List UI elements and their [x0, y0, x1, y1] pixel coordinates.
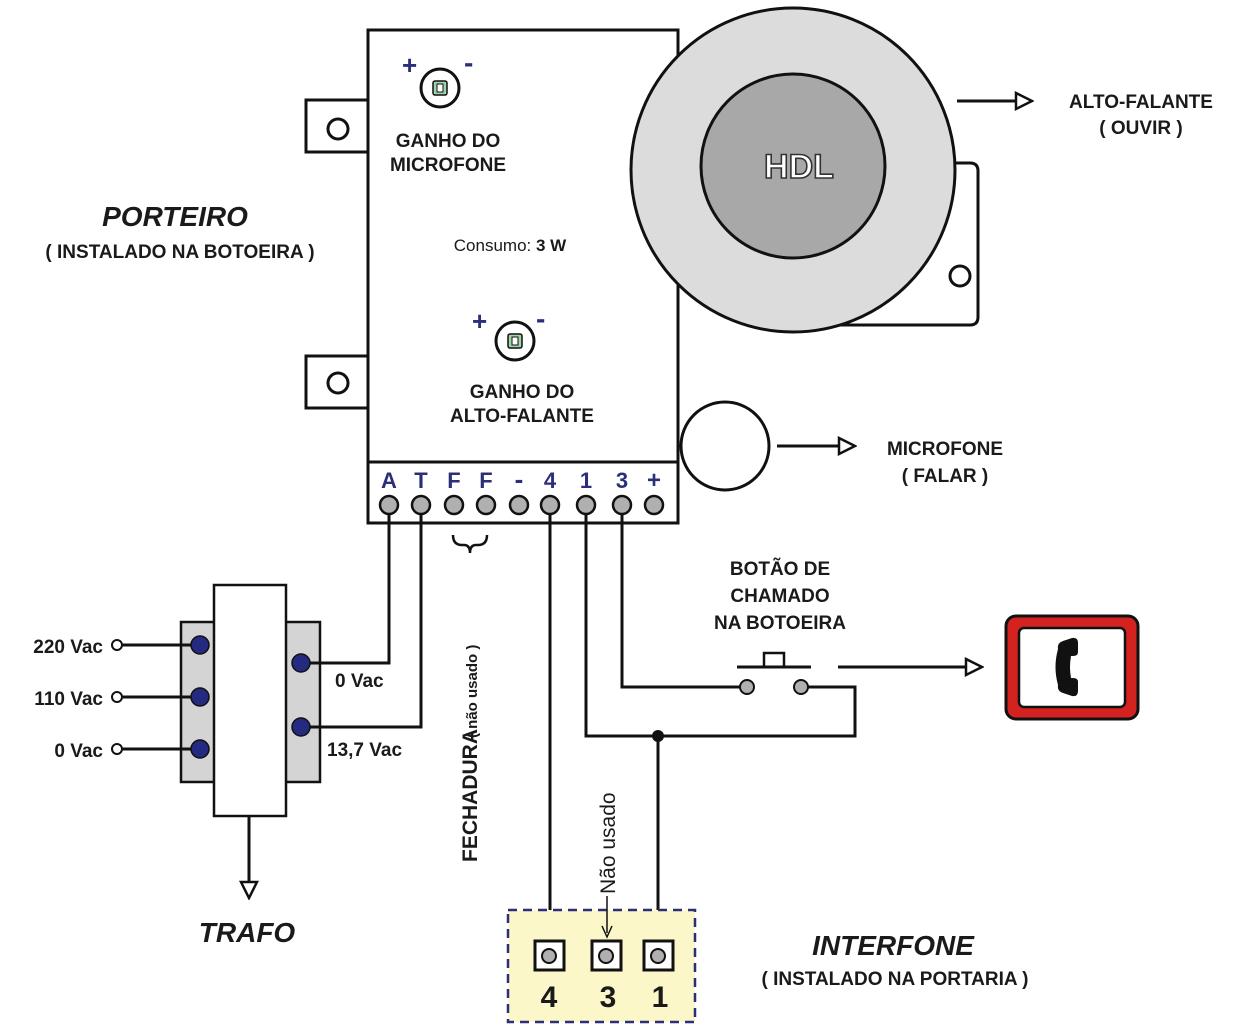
consumo-value: 3 W: [536, 236, 567, 255]
interfone-title: INTERFONE: [812, 930, 975, 961]
button-contact-right: [793, 679, 809, 695]
microphone: [679, 400, 771, 492]
mic-gain-minus: -: [464, 47, 473, 78]
spk-gain-label-line2: ALTO-FALANTE: [450, 406, 594, 427]
speaker-brand-logo: HDL: [764, 148, 834, 186]
telephone-handset-icon: [1055, 637, 1078, 697]
trafo-terminal-0-out[interactable]: [291, 653, 311, 673]
interfone-terminal-label-4: 4: [541, 981, 558, 1014]
interfone-terminal-1[interactable]: [650, 948, 666, 964]
interfone-terminal-label-1: 1: [652, 981, 669, 1014]
terminal-screw-4[interactable]: [539, 494, 561, 516]
not-used-label: Não usado: [597, 792, 620, 894]
button-label-line2: CHAMADO: [730, 586, 829, 607]
trafo-input-0-label: 0 Vac: [54, 741, 103, 762]
fechadura-brace: [451, 534, 489, 554]
spk-gain-label-line1: GANHO DO: [470, 382, 575, 403]
trafo-title: TRAFO: [199, 917, 296, 948]
terminal-screws: [378, 494, 665, 516]
porteiro-body: [366, 28, 680, 525]
terminal-screw-3[interactable]: [611, 494, 633, 516]
terminal-label-f2: F: [479, 468, 492, 493]
mic-gain-plus: +: [402, 50, 417, 80]
input-connector-110: [111, 691, 123, 703]
speaker-label-line1: ALTO-FALANTE: [1069, 92, 1213, 113]
trafo-terminal-0-in[interactable]: [190, 739, 210, 759]
interfone-terminal-3[interactable]: [598, 948, 614, 964]
consumo-text: Consumo: 3 W: [454, 236, 567, 255]
terminal-label-4: 4: [544, 468, 557, 493]
wire-t-to-trafo: [310, 514, 423, 729]
spk-gain-minus: -: [536, 303, 545, 334]
terminal-screw-1[interactable]: [575, 494, 597, 516]
terminal-screw-t[interactable]: [410, 494, 432, 516]
terminal-label-minus: -: [515, 464, 524, 494]
terminal-screw-a[interactable]: [378, 494, 400, 516]
spk-gain-plus: +: [472, 306, 487, 336]
fechadura-not-used: ( não usado ): [464, 645, 481, 738]
trafo-terminal-220[interactable]: [190, 635, 210, 655]
trafo-input-220-label: 220 Vac: [33, 637, 103, 658]
mic-gain-label-line1: GANHO DO: [396, 131, 501, 152]
mic-gain-trimpot[interactable]: + -: [402, 47, 473, 109]
interfone-terminal-label-3: 3: [600, 981, 617, 1014]
terminal-label-f1: F: [447, 468, 460, 493]
interfone-subtitle: ( INSTALADO NA PORTARIA ): [761, 969, 1028, 990]
terminal-screw-plus[interactable]: [643, 494, 665, 516]
speaker-gain-trimpot[interactable]: + -: [472, 303, 545, 362]
transformer: [111, 583, 322, 818]
terminal-label-plus: +: [647, 467, 661, 494]
input-connector-0: [111, 743, 123, 755]
interfone-terminal-4[interactable]: [541, 948, 557, 964]
consumo-label: Consumo:: [454, 236, 536, 255]
microphone-label-line2: ( FALAR ): [902, 466, 989, 487]
trafo-right-winding: [280, 620, 322, 784]
trafo-terminal-13-7[interactable]: [291, 717, 311, 737]
trafo-input-110-label: 110 Vac: [34, 689, 103, 710]
porteiro-title: PORTEIRO: [102, 201, 248, 232]
wire-3-to-button: [620, 514, 740, 689]
mic-gain-label-line2: MICROFONE: [390, 155, 506, 176]
button-label-line3: NA BOTOEIRA: [714, 613, 846, 634]
terminal-label-t: T: [414, 468, 428, 493]
speaker: HDL: [629, 6, 980, 334]
porteiro-module: + - GANHO DO MICROFONE Consumo: 3 W + - …: [304, 28, 680, 525]
speaker-bracket-hole: [948, 264, 972, 288]
wire-button-to-1: [584, 514, 857, 738]
terminal-screw-f2[interactable]: [475, 494, 497, 516]
call-button[interactable]: [737, 651, 811, 695]
button-label-line1: BOTÃO DE: [730, 558, 830, 580]
button-contact-left: [739, 679, 755, 695]
phone-icon-box: [1004, 614, 1140, 721]
input-connector-220: [111, 639, 123, 651]
porteiro-subtitle: ( INSTALADO NA BOTOEIRA ): [45, 242, 314, 263]
microphone-label-line1: MICROFONE: [887, 439, 1003, 460]
terminal-label-3: 3: [616, 468, 628, 493]
speaker-cone: [699, 72, 887, 260]
mount-hole-bottom: [326, 371, 350, 395]
terminal-label-a: A: [381, 468, 397, 493]
trafo-core: [212, 583, 288, 818]
terminal-labels: A T F F - 4 1 3 +: [381, 464, 661, 494]
trafo-output-0-label: 0 Vac: [335, 671, 384, 692]
terminal-screw-f1[interactable]: [443, 494, 465, 516]
terminal-screw-minus[interactable]: [508, 494, 530, 516]
speaker-label-line2: ( OUVIR ): [1099, 118, 1182, 139]
trafo-terminal-110[interactable]: [190, 687, 210, 707]
terminal-label-1: 1: [580, 468, 592, 493]
interfone-terminals: [533, 939, 675, 972]
trafo-output-13-7-label: 13,7 Vac: [327, 740, 402, 761]
mount-hole-top: [326, 117, 350, 141]
mount-tab-top: [304, 98, 372, 154]
fechadura-label: FECHADURA: [459, 729, 482, 862]
wire-a-to-trafo: [310, 514, 391, 665]
